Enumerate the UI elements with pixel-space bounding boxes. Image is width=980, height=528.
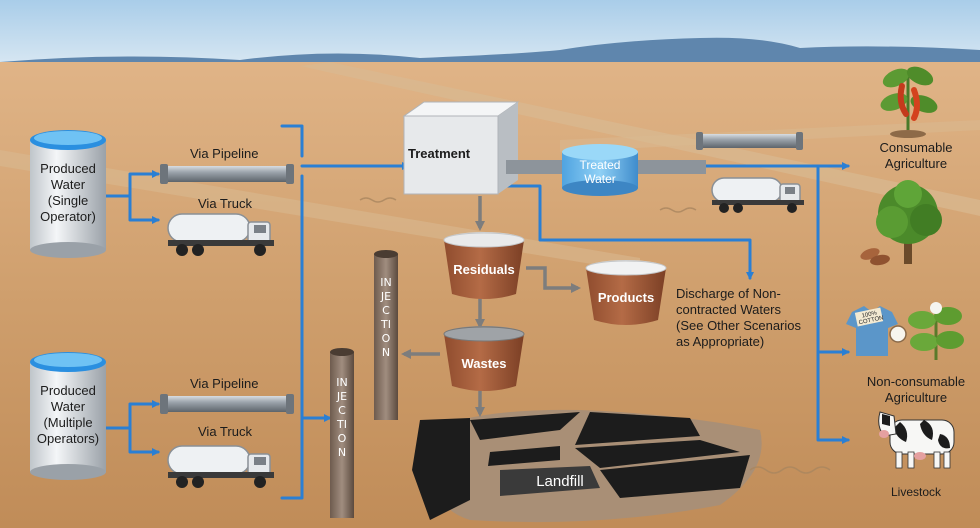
tanker-truck-icon xyxy=(711,177,804,213)
residuals-label: Residuals xyxy=(453,262,515,277)
treated-water-tank xyxy=(562,144,638,196)
livestock-label: Livestock xyxy=(890,485,942,499)
gray-flow-arrows xyxy=(401,196,581,417)
discharge-label: Discharge of Non-contracted Waters(See O… xyxy=(676,286,802,349)
injection-well-left xyxy=(330,348,354,518)
products-bin xyxy=(585,260,667,325)
wastes-label: Wastes xyxy=(461,356,507,371)
via-truck-label: Via Truck xyxy=(198,424,252,439)
injection-label: INJECTION xyxy=(336,376,348,459)
ground-tracks xyxy=(359,197,831,474)
injection-label: INJECTION xyxy=(380,276,392,359)
residuals-bin xyxy=(443,232,525,299)
fruit-tree-icon xyxy=(876,180,942,264)
cotton-boll-icon xyxy=(889,325,907,343)
via-pipeline-label: Via Pipeline xyxy=(190,146,259,161)
tank-single-operator xyxy=(30,130,106,258)
products-label: Products xyxy=(597,290,655,305)
tanker-truck-icon xyxy=(167,213,274,256)
landfill-pit xyxy=(412,409,762,523)
treatment-label: Treatment xyxy=(408,146,471,161)
chili-pepper-plant-icon xyxy=(880,66,938,138)
wastes-bin xyxy=(443,326,525,391)
via-pipeline-label: Via Pipeline xyxy=(190,376,259,391)
tanker-truck-icon xyxy=(167,445,274,488)
pipeline-icon xyxy=(160,394,294,414)
blue-flow-lines xyxy=(104,124,850,500)
via-truck-label: Via Truck xyxy=(198,196,252,211)
pipeline-icon xyxy=(160,164,294,184)
cotton-shirt-icon xyxy=(846,306,898,356)
tank-multiple-operators xyxy=(30,352,106,480)
injection-well-right xyxy=(374,250,398,420)
landfill-label: Landfill xyxy=(536,473,584,490)
pipeline-icon xyxy=(696,132,803,150)
cotton-plant-icon xyxy=(908,302,964,360)
nuts-icon xyxy=(860,248,890,266)
cow-icon xyxy=(878,411,955,469)
